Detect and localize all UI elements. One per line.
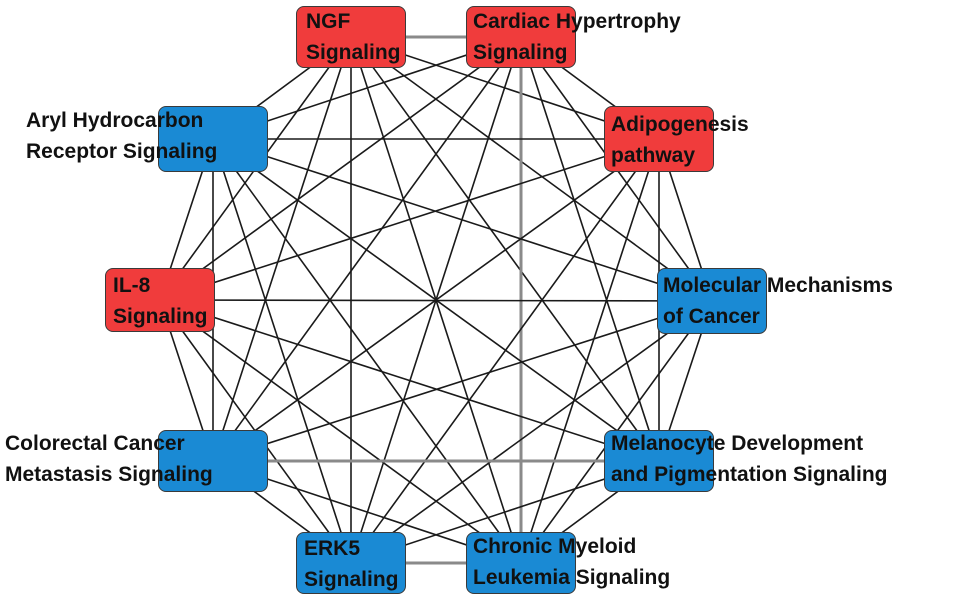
node-box-mol[interactable] [657,268,767,334]
node-label-line: Receptor Signaling [26,140,218,163]
node-label-line: Aryl Hydrocarbon [26,109,204,132]
node-label-line: Signaling [113,305,208,328]
edge-mol-colo [212,300,713,462]
node-label-line: Signaling [473,41,568,64]
node-label-line: and Pigmentation Signaling [611,463,888,486]
node-label-adipo: Adipogenesis pathway [611,109,749,171]
edge-aryl-cml [212,138,522,564]
node-label-line: Leukemia Signaling [473,566,671,589]
node-label-line: Molecular Mechanisms [663,274,893,297]
node-box-il8[interactable] [105,268,215,332]
node-label-line: IL-8 [113,274,151,297]
node-label-melano: Melanocyte Development and Pigmentation S… [611,428,888,490]
node-label-line: pathway [611,144,696,167]
node-box-cml[interactable] [466,532,576,594]
edge-cardiac-il8 [159,36,522,301]
node-label-line: ERK5 [304,537,361,560]
edge-il8-mol [159,299,713,302]
node-label-ngf: NGF Signaling [306,6,401,68]
edge-il8-melano [159,299,660,462]
edge-mol-erk5 [350,300,713,564]
node-label-line: Adipogenesis [611,113,749,136]
node-label-line: Chronic Myeloid [473,535,637,558]
edge-aryl-mol [212,138,713,302]
node-label-line: Metastasis Signaling [5,463,213,486]
edge-cardiac-melano [520,36,660,462]
node-label-line: Melanocyte Development [611,432,864,455]
node-box-ngf[interactable] [296,6,406,68]
node-box-adipo[interactable] [604,106,714,172]
edge-adipo-erk5 [350,138,660,564]
node-label-line: Signaling [304,568,399,591]
edge-il8-cml [159,299,522,564]
node-label-line: Signaling [306,41,401,64]
node-label-mol: Molecular Mechanisms of Cancer [663,270,893,332]
edge-adipo-cml [520,138,660,564]
node-label-line: NGF [306,10,351,33]
edge-cardiac-colo [212,36,522,462]
edge-ngf-colo [212,36,352,462]
node-box-erk5[interactable] [296,532,406,594]
edge-aryl-erk5 [212,138,352,564]
node-box-melano[interactable] [604,430,714,492]
edge-ngf-mol [350,36,713,302]
node-label-line: Cardiac Hypertrophy [473,10,681,33]
node-box-aryl[interactable] [158,106,268,172]
edge-ngf-melano [350,36,660,462]
node-label-line: of Cancer [663,305,760,328]
node-box-colo[interactable] [158,430,268,492]
node-box-cardiac[interactable] [466,6,576,68]
node-label-line: Colorectal Cancer [5,432,185,455]
edge-adipo-il8 [159,138,660,301]
